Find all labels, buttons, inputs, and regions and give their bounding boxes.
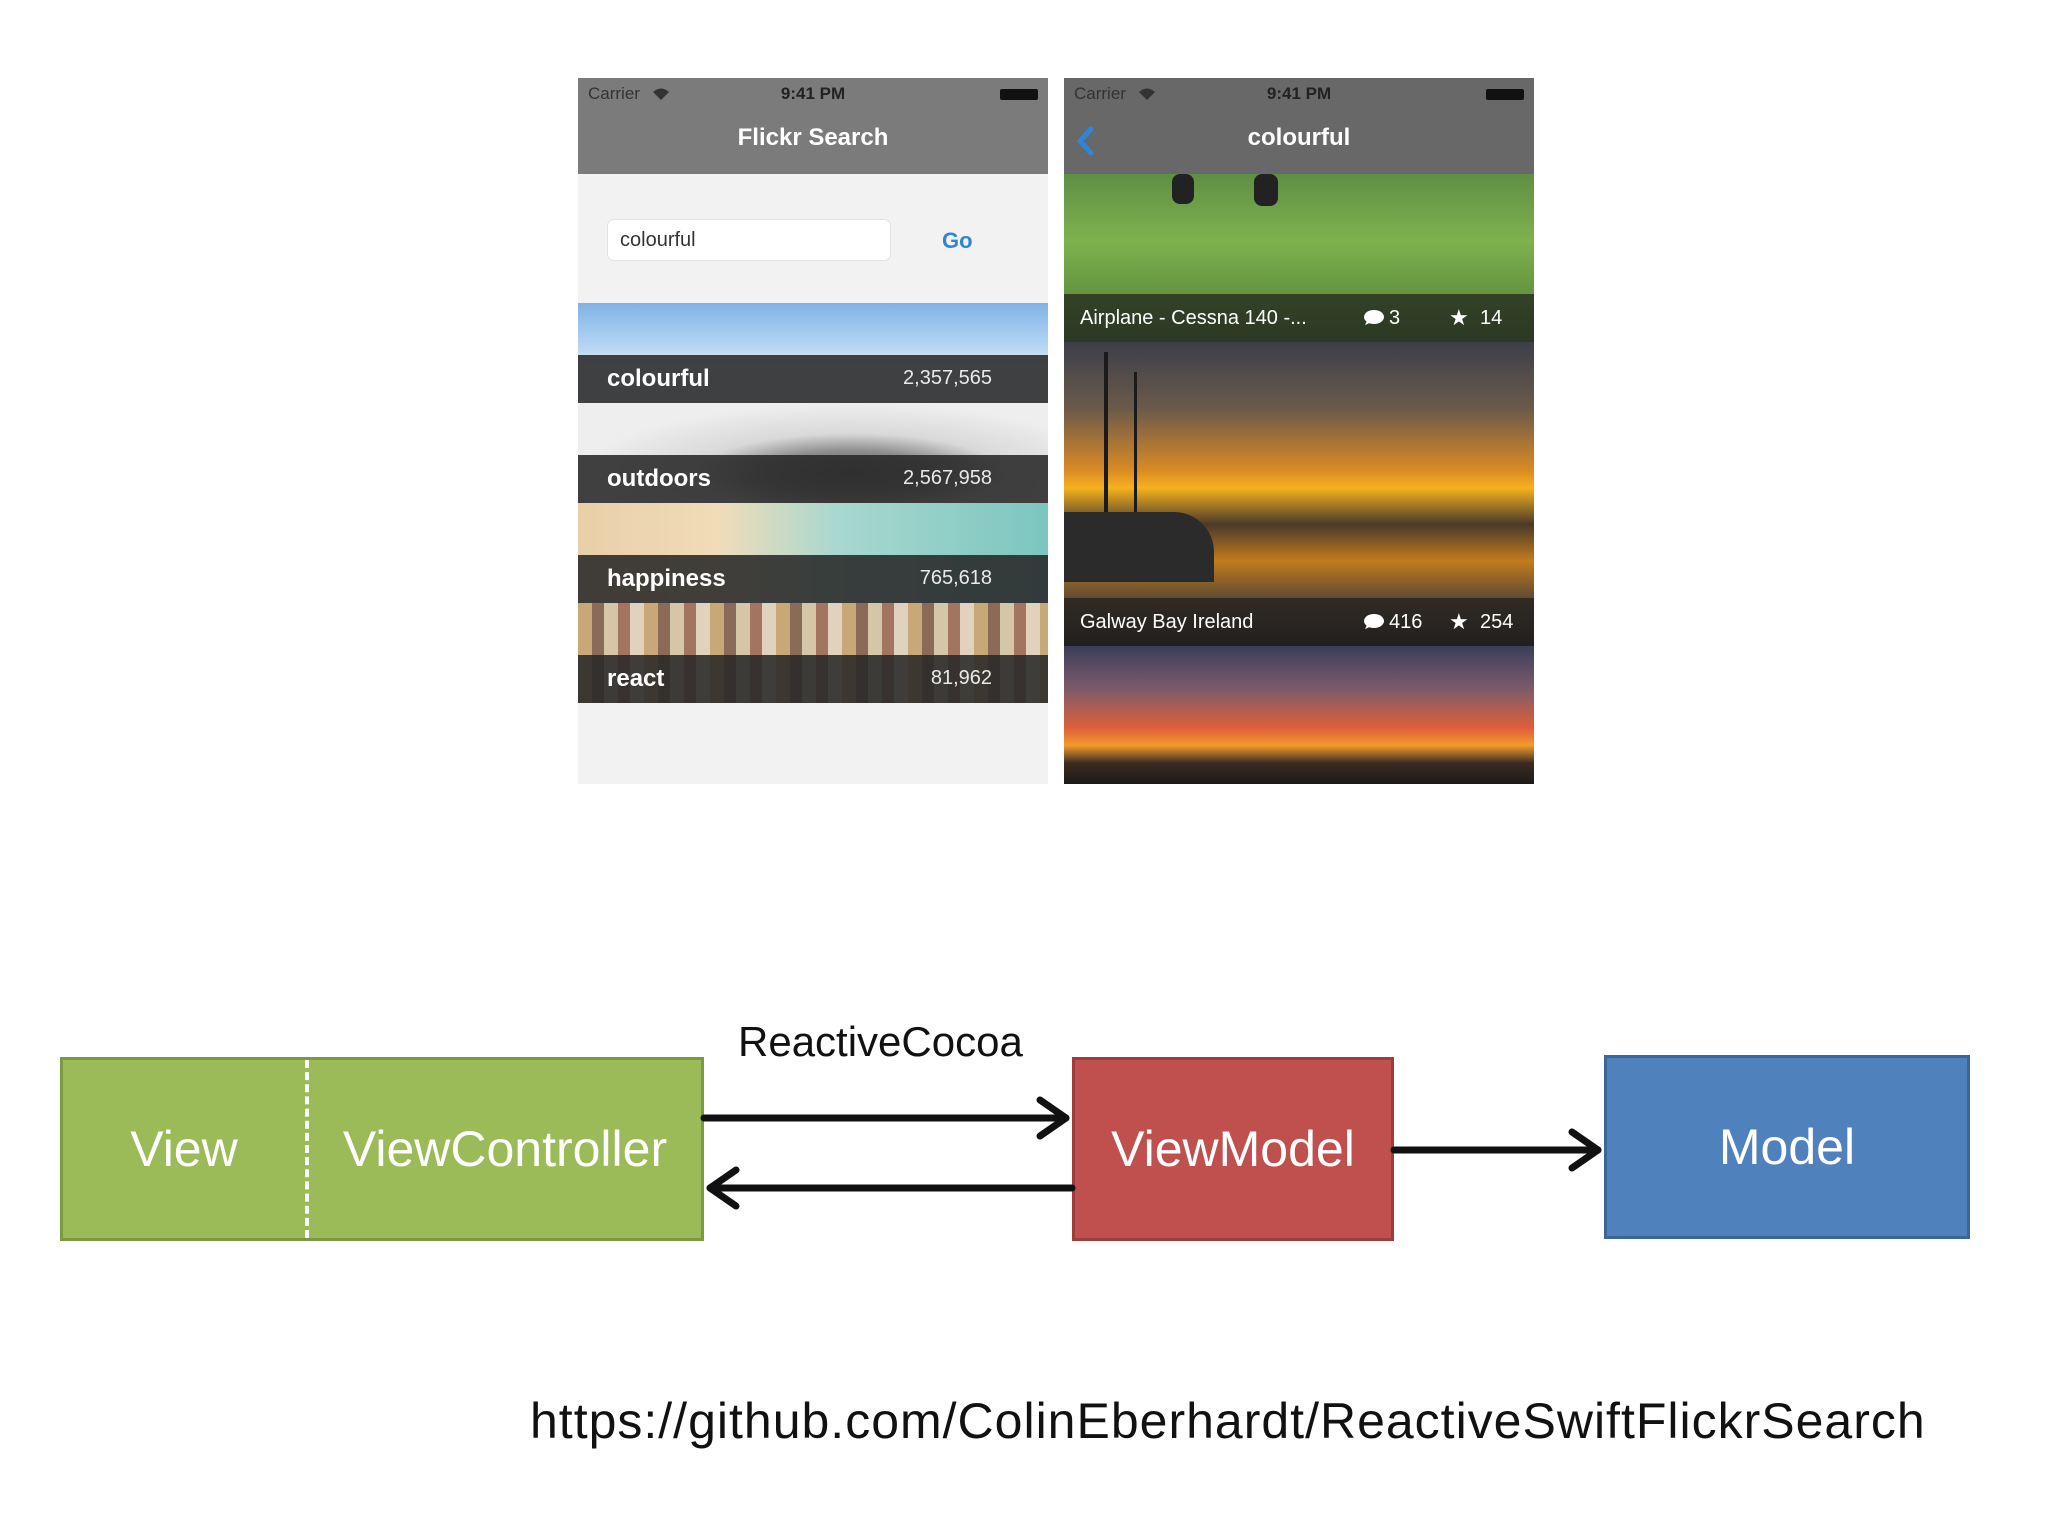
tag-name: react [607, 665, 665, 692]
tag-row[interactable]: react 81,962 [578, 603, 1048, 703]
arrow-to-viewcontroller [706, 1166, 1076, 1210]
go-button[interactable]: Go [942, 228, 973, 253]
search-input[interactable]: colourful [608, 220, 890, 260]
status-time: 9:41 PM [780, 84, 846, 103]
viewmodel-box: ViewModel [1072, 1057, 1394, 1241]
favorite-count: 14 [1480, 307, 1503, 329]
tag-row[interactable]: outdoors 2,567,958 [578, 403, 1048, 503]
carrier-label: Carrier [1074, 84, 1126, 103]
tag-count: 765,618 [919, 567, 992, 589]
nav-bar: Carrier 9:41 PM Flickr Search [578, 78, 1048, 174]
wifi-icon [1139, 88, 1155, 100]
status-time: 9:41 PM [1266, 84, 1332, 103]
comment-count: 3 [1389, 307, 1401, 329]
viewmodel-label: ViewModel [1111, 1121, 1355, 1177]
star-icon: ★ [1449, 305, 1469, 330]
nav-title: colourful [1247, 124, 1351, 151]
mast-shape [1104, 352, 1108, 582]
comment-icon [1364, 310, 1384, 325]
nav-title: Flickr Search [737, 124, 889, 151]
photo-row[interactable]: Galway Bay Ireland 416 ★ 254 [1064, 342, 1534, 646]
tag-name: outdoors [607, 465, 711, 492]
tag-name: colourful [607, 365, 710, 392]
dashed-divider [305, 1060, 309, 1238]
favorite-count: 254 [1480, 611, 1514, 633]
photo-title: Galway Bay Ireland [1080, 611, 1254, 633]
view-viewcontroller-box: View ViewController [60, 1057, 704, 1241]
model-label: Model [1718, 1119, 1856, 1175]
nav-bar: Carrier 9:41 PM colourful [1064, 78, 1534, 174]
photo-title: Airplane - Cessna 140 -... [1080, 307, 1307, 329]
star-icon: ★ [1449, 609, 1469, 634]
status-bar: Carrier 9:41 PM [1064, 78, 1534, 110]
status-bar: Carrier 9:41 PM [578, 78, 1048, 110]
view-label: View [130, 1121, 238, 1177]
arrow-to-viewmodel [700, 1096, 1070, 1140]
tag-name: happiness [607, 565, 726, 592]
tag-count: 81,962 [930, 667, 992, 689]
tag-count: 2,567,958 [903, 467, 992, 489]
mast-shape [1134, 372, 1137, 572]
tag-row[interactable]: happiness 765,618 [578, 503, 1048, 603]
photo-row[interactable] [1064, 646, 1534, 784]
viewcontroller-label: ViewController [342, 1121, 668, 1177]
wheel-shape [1254, 174, 1278, 206]
github-url[interactable]: https://github.com/ColinEberhardt/Reacti… [530, 1393, 1926, 1449]
comment-count: 416 [1389, 611, 1423, 633]
carrier-label: Carrier [588, 84, 640, 103]
battery-icon [1486, 89, 1524, 100]
model-box: Model [1604, 1055, 1970, 1239]
wheel-shape [1172, 174, 1194, 204]
back-chevron-icon[interactable] [1076, 126, 1096, 156]
flickr-search-screen: Carrier 9:41 PM Flickr Search colourful … [578, 78, 1048, 784]
tag-row[interactable]: colourful 2,357,565 [578, 303, 1048, 403]
reactivecocoa-label: ReactiveCocoa [738, 1018, 1023, 1065]
wifi-icon [653, 88, 669, 100]
boat-shape [1064, 512, 1214, 582]
photo-row[interactable]: Airplane - Cessna 140 -... 3 ★ 14 [1064, 174, 1534, 342]
arrow-to-model [1390, 1128, 1602, 1172]
tag-count: 2,357,565 [903, 367, 992, 389]
photo-results-screen: Airplane - Cessna 140 -... 3 ★ 14 Galway… [1064, 78, 1534, 784]
comment-icon [1364, 614, 1384, 629]
battery-icon [1000, 89, 1038, 100]
